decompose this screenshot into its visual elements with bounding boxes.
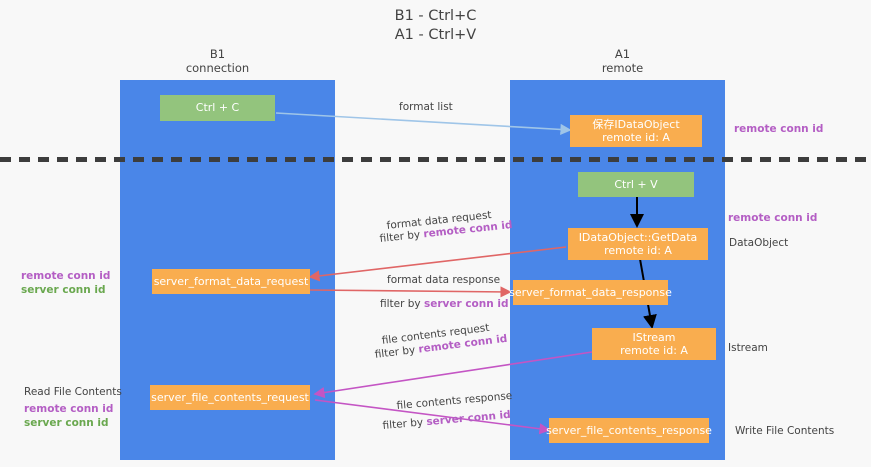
node-ctrl-c-label: Ctrl + C [195,101,240,115]
annotation-left-server-conn-id-1: server conn id [21,284,106,296]
filter-prefix: filter by [374,343,420,361]
node-server-format-data-response[interactable]: server_format_data_response [509,280,672,305]
node-ctrl-v-label: Ctrl + V [614,177,658,191]
annotation-dataobject: DataObject [729,237,789,249]
annotation-remote-conn-id-top: remote conn id [734,123,824,135]
annotation-istream: Istream [728,342,768,354]
diagram-title: B1 - Ctrl+C A1 - Ctrl+V [0,7,871,45]
node-save-idataobject-line1: 保存IDataObject [592,117,680,131]
lane-title-a1: A1 remote [601,47,644,75]
node-idataobject-getdata-line1: IDataObject::GetData [578,230,698,244]
node-server-file-contents-request-label: server_file_contents_request [151,390,309,404]
annotation-read-file-contents: Read File Contents [24,386,122,398]
node-server-format-data-request[interactable]: server_format_data_request [152,269,310,294]
node-save-idataobject[interactable]: 保存IDataObject remote id: A [570,115,702,147]
arrow-format-data-response [309,286,512,298]
node-istream-line2: remote id: A [620,344,688,357]
edge-label-format-data-response-filter: filter by server conn id [380,297,509,311]
node-ctrl-v[interactable]: Ctrl + V [578,172,694,197]
filter-prefix: filter by [379,228,425,245]
node-server-format-data-request-label: server_format_data_request [153,274,309,288]
node-idataobject-getdata-line2: remote id: A [604,244,672,257]
filter-key-server-conn-id: server conn id [423,298,509,310]
node-istream-line1: IStream [632,330,676,344]
node-ctrl-c[interactable]: Ctrl + C [160,95,275,121]
filter-key-server-conn-id: server conn id [425,408,512,429]
annotation-left-remote-conn-id-1: remote conn id [21,270,111,282]
node-server-format-data-response-label: server_format_data_response [509,285,672,299]
annotation-left-server-conn-id-2: server conn id [24,417,109,429]
title-line-1: B1 - Ctrl+C [394,8,477,24]
filter-prefix: filter by [382,416,427,432]
filter-prefix: filter by [380,298,424,310]
annotation-remote-conn-id-mid: remote conn id [728,212,818,224]
edge-label-format-data-response: format data response [387,274,501,286]
node-idataobject-getdata[interactable]: IDataObject::GetData remote id: A [568,228,708,260]
node-istream[interactable]: IStream remote id: A [592,328,716,360]
node-server-file-contents-response-label: server_file_contents_response [546,423,712,437]
lane-title-b1: B1 connection [185,47,250,75]
annotation-write-file-contents: Write File Contents [735,425,835,437]
node-save-idataobject-line2: remote id: A [602,131,670,144]
node-server-file-contents-request[interactable]: server_file_contents_request [150,385,310,410]
edge-label-format-list: format list [399,101,453,113]
title-line-2: A1 - Ctrl+V [394,27,477,43]
section-separator [0,157,871,162]
node-server-file-contents-response[interactable]: server_file_contents_response [546,418,712,443]
annotation-left-remote-conn-id-2: remote conn id [24,403,114,415]
